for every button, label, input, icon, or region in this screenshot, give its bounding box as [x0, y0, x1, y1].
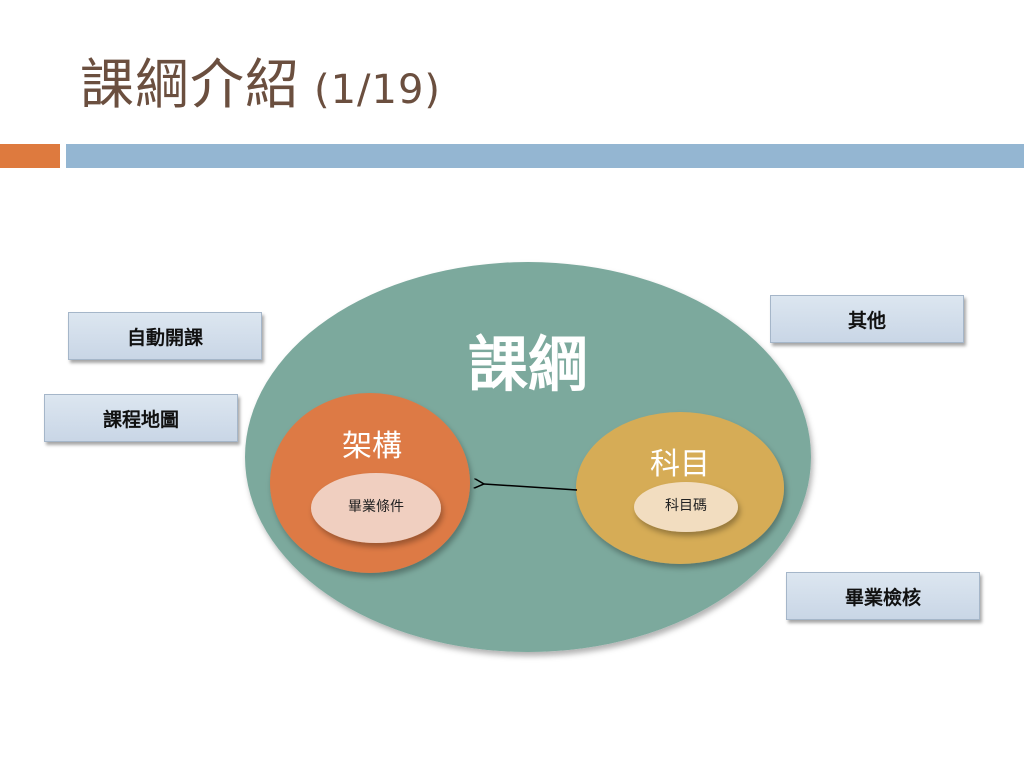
slide-title: 課綱介紹 (1/19) [80, 40, 441, 119]
title-rule-blue [66, 144, 1024, 168]
graduation-condition-label: 畢業條件 [348, 499, 404, 515]
others-box: 其他 [770, 295, 964, 343]
subject-code-label: 科目碼 [665, 498, 707, 514]
auto-course-box: 自動開課 [68, 312, 262, 360]
graduation-check-box: 畢業檢核 [786, 572, 980, 620]
subject-label: 科目 [650, 447, 710, 482]
relation-arrow [484, 484, 578, 491]
structure-label: 架構 [342, 429, 402, 464]
title-rule-orange [0, 144, 60, 168]
subject-code-pill [634, 482, 738, 532]
page-indicator: (1/19) [314, 67, 442, 113]
slide-title-text: 課綱介紹 [80, 53, 300, 116]
graduation-condition-pill [311, 473, 441, 543]
outer-label: 課綱 [468, 330, 588, 401]
course-map-box: 課程地圖 [44, 394, 238, 442]
